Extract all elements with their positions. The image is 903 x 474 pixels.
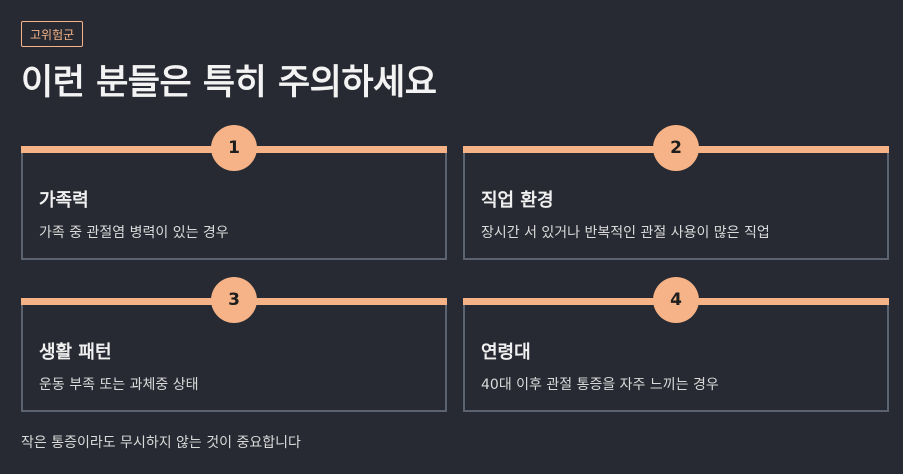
risk-card-age-group: 4 연령대 40대 이후 관절 통증을 자주 느끼는 경우: [463, 277, 889, 412]
risk-card-lifestyle: 3 생활 패턴 운동 부족 또는 과체중 상태: [21, 277, 447, 412]
card-number-badge: 2: [653, 125, 699, 171]
card-description: 장시간 서 있거나 반복적인 관절 사용이 많은 직업: [481, 225, 770, 241]
card-heading: 직업 환경: [481, 190, 554, 211]
risk-group-badge: 고위험군: [21, 21, 84, 47]
risk-card-family-history: 1 가족력 가족 중 관절염 병력이 있는 경우: [21, 125, 447, 260]
footer-note: 작은 통증이라도 무시하지 않는 것이 중요합니다: [21, 435, 301, 451]
card-description: 운동 부족 또는 과체중 상태: [39, 377, 199, 393]
card-number-badge: 4: [653, 277, 699, 323]
card-heading: 연령대: [481, 342, 531, 363]
card-number-badge: 3: [211, 277, 257, 323]
card-number-badge: 1: [211, 125, 257, 171]
risk-card-work-environment: 2 직업 환경 장시간 서 있거나 반복적인 관절 사용이 많은 직업: [463, 125, 889, 260]
card-description: 가족 중 관절염 병력이 있는 경우: [39, 225, 229, 241]
card-description: 40대 이후 관절 통증을 자주 느끼는 경우: [481, 377, 719, 393]
page-title: 이런 분들은 특히 주의하세요: [21, 63, 437, 103]
card-heading: 가족력: [39, 190, 89, 211]
card-heading: 생활 패턴: [39, 342, 112, 363]
